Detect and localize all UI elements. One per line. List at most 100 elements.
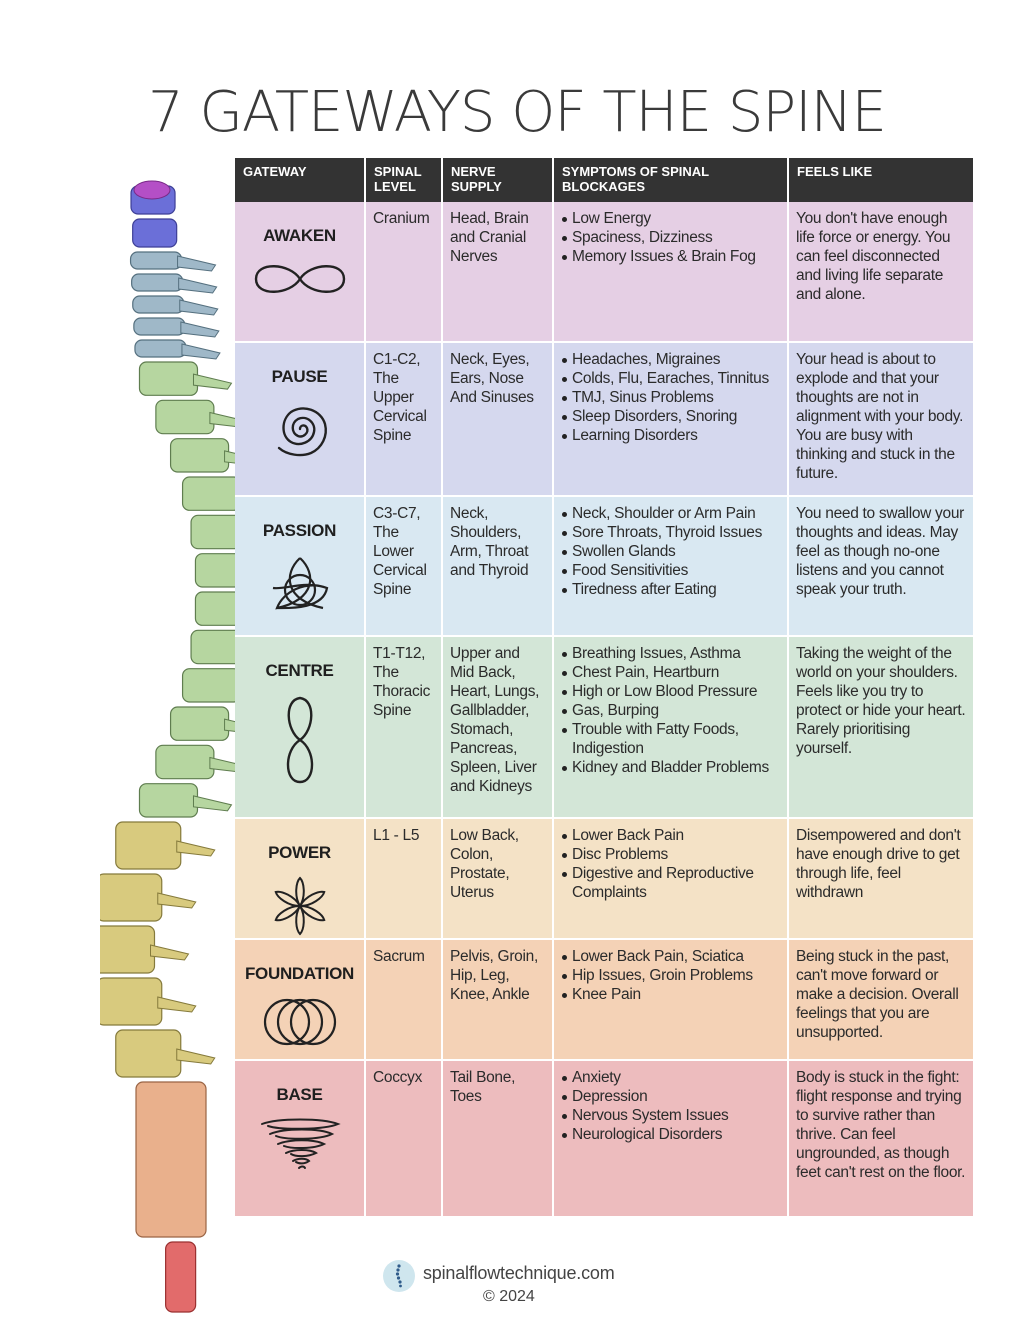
gateway-cell: PAUSE (235, 343, 366, 495)
symptom-item: Colds, Flu, Earaches, Tinnitus (561, 369, 781, 388)
header-gateway: GATEWAY (235, 158, 366, 202)
symptom-item: Swollen Glands (561, 542, 781, 561)
vertebra-shape (135, 1081, 207, 1238)
spinal-level-cell: C3-C7, The Lower Cervical Spine (366, 497, 443, 635)
figure-eight-icon (278, 692, 322, 788)
feels-like-cell: Body is stuck in the fight: flight respo… (796, 1069, 966, 1181)
symptom-item: Nervous System Issues (561, 1106, 781, 1125)
spinous-process-shape (150, 944, 190, 961)
spinous-process-shape (176, 840, 216, 857)
symptom-item: High or Low Blood Pressure (561, 682, 781, 701)
gateway-name: CENTRE (265, 661, 334, 680)
vertebra-shape (132, 295, 185, 314)
vertebra-shape (138, 361, 199, 396)
nerve-supply-cell: Head, Brain and Cranial Nerves (443, 202, 554, 341)
rings-icon (259, 995, 341, 1049)
spinal-level-cell: L1 - L5 (366, 819, 443, 938)
symptom-item: Lower Back Pain (561, 826, 781, 845)
symptom-item: Hip Issues, Groin Problems (561, 966, 781, 985)
vertebra-shape (133, 317, 186, 336)
gateway-name: BASE (276, 1085, 323, 1104)
vertebra-shape (165, 1241, 197, 1313)
vertebra-shape (134, 339, 187, 358)
feels-like-cell: Your head is about to explode and that y… (796, 351, 964, 482)
gateway-name: FOUNDATION (244, 964, 355, 983)
vertebra-shape (138, 783, 199, 818)
spinous-process-shape (179, 299, 219, 316)
gateway-cell: AWAKEN (235, 202, 366, 341)
symptom-item: Disc Problems (561, 845, 781, 864)
vertebra-shape (169, 706, 230, 741)
nerve-supply-cell: Neck, Eyes, Ears, Nose And Sinuses (443, 343, 554, 495)
symptom-item: Low Energy (561, 209, 781, 228)
symptom-item: Spaciness, Dizziness (561, 228, 781, 247)
page-title: 7 GATEWAYS OF THE SPINE (148, 80, 887, 145)
symptom-item: TMJ, Sinus Problems (561, 388, 781, 407)
infinity-icon (250, 257, 350, 301)
symptom-item: Neck, Shoulder or Arm Pain (561, 504, 781, 523)
gateway-name: PAUSE (271, 367, 328, 386)
feels-like-cell: You need to swallow your thoughts and id… (796, 505, 965, 598)
nerve-supply-cell: Tail Bone, Toes (443, 1061, 554, 1216)
symptom-item: Digestive and Reproductive Complaints (561, 864, 781, 902)
cranium-base-shape (133, 180, 171, 200)
spinous-process-shape (178, 277, 218, 294)
nerve-supply-cell: Low Back, Colon, Prostate, Uterus (443, 819, 554, 938)
vertebra-shape (100, 925, 156, 974)
spinous-process-shape (180, 321, 220, 338)
symptom-item: Sleep Disorders, Snoring (561, 407, 781, 426)
symptom-item: Headaches, Migraines (561, 350, 781, 369)
gateway-row-passion: PASSION C3-C7, The Lower Cervical Spine … (235, 495, 973, 635)
gateway-row-power: POWER L1 - L5 Low Back, Colon, Prostate,… (235, 817, 973, 938)
symptom-item: Sore Throats, Thyroid Issues (561, 523, 781, 542)
vertebra-shape (132, 218, 178, 248)
triquetra-icon (265, 552, 335, 618)
spinal-level-cell: Sacrum (366, 940, 443, 1059)
vertebra-shape (115, 821, 182, 870)
table-header: GATEWAY SPINAL LEVEL NERVE SUPPLY SYMPTO… (235, 158, 973, 202)
vertebra-shape (155, 744, 215, 780)
symptom-item: Anxiety (561, 1068, 781, 1087)
spinous-process-shape (181, 343, 221, 360)
vertebra-shape (169, 438, 230, 473)
spinous-process-shape (192, 373, 233, 390)
gateway-name: POWER (268, 843, 331, 862)
vertebra-shape (155, 399, 215, 435)
feels-like-cell: Taking the weight of the world on your s… (796, 645, 966, 757)
gateway-name: AWAKEN (263, 226, 336, 245)
symptom-item: Food Sensitivities (561, 561, 781, 580)
nerve-supply-cell: Upper and Mid Back, Heart, Lungs, Gallbl… (443, 637, 554, 817)
symptom-item: Memory Issues & Brain Fog (561, 247, 781, 266)
symptom-item: Breathing Issues, Asthma (561, 644, 781, 663)
feels-like-cell: Disempowered and don't have enough drive… (796, 827, 961, 901)
spinal-level-cell: C1-C2, The Upper Cervical Spine (366, 343, 443, 495)
copyright: © 2024 (483, 1288, 535, 1305)
flower-icon (268, 874, 332, 938)
spinous-process-shape (176, 1048, 216, 1065)
nerve-supply-cell: Neck, Shoulders, Arm, Throat and Thyroid (443, 497, 554, 635)
symptom-item: Learning Disorders (561, 426, 781, 445)
vertebra-shape (129, 251, 183, 270)
spinous-process-shape (177, 255, 217, 272)
website-link[interactable]: spinalflowtechnique.com (423, 1263, 615, 1283)
gateway-row-foundation: FOUNDATION Sacrum Pelvis, Groin, Hip, Le… (235, 938, 973, 1059)
table-body: AWAKEN Cranium Head, Brain and Cranial N… (235, 202, 973, 1216)
symptom-item: Knee Pain (561, 985, 781, 1004)
spinal-level-cell: T1-T12, The Thoracic Spine (366, 637, 443, 817)
symptom-item: Chest Pain, Heartburn (561, 663, 781, 682)
gateway-row-awaken: AWAKEN Cranium Head, Brain and Cranial N… (235, 202, 973, 341)
spinal-flow-logo-icon (383, 1260, 415, 1292)
spinous-process-shape (157, 996, 197, 1013)
